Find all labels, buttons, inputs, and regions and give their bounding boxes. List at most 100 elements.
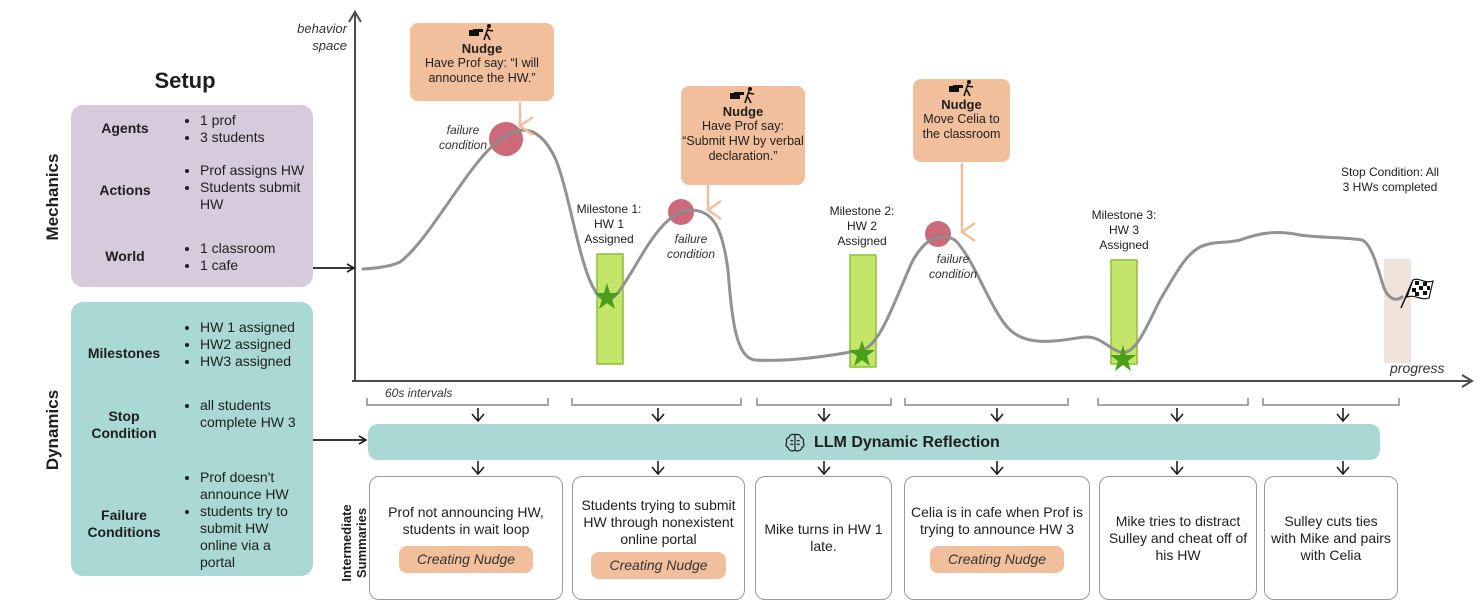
nudge-title: Nudge: [941, 97, 982, 112]
list-item: Prof assigns HW: [200, 162, 318, 179]
summary-card-3: Mike turns in HW 1 late.: [755, 476, 892, 600]
mechanics-row-label: Agents: [101, 120, 149, 136]
interval-bracket-3: [756, 398, 892, 406]
down-arrow-top-5: [1170, 408, 1184, 423]
dynamics-list: Prof doesn't announce HW students try to…: [186, 469, 308, 571]
nudge-text: Have Prof say: “I will announce the HW.”: [425, 56, 539, 85]
list-item: HW3 assigned: [200, 353, 322, 370]
setup-title: Setup: [154, 68, 216, 93]
summary-text: Mike tries to distract Sulley and cheat …: [1108, 512, 1248, 563]
flow-arrows: [471, 408, 1350, 476]
list-item: students try to submit HW online via a p…: [200, 503, 308, 571]
nudge-box-1: Nudge Have Prof say: “I will announce th…: [410, 23, 554, 101]
nudge-text: Have Prof say: “Submit HW by verbal decl…: [682, 119, 804, 163]
creating-nudge-badge: Creating Nudge: [929, 545, 1065, 573]
down-arrow-bottom-2: [651, 461, 665, 476]
mechanics-panel: [71, 105, 313, 287]
failure-label-1: failure condition: [438, 123, 488, 152]
brain-icon: [785, 433, 805, 452]
list-item: 1 cafe: [200, 257, 318, 274]
list-item: 1 prof: [200, 112, 318, 129]
milestone-star-2: [849, 340, 875, 366]
interval-label: 60s intervals: [385, 386, 453, 400]
failure-circle-1: [489, 122, 523, 156]
dynamics-label: Dynamics: [43, 389, 62, 471]
summary-text: Sulley cuts ties with Mike and pairs wit…: [1271, 512, 1391, 563]
failure-label-3: failure condition: [928, 252, 978, 281]
x-axis-label: progress: [1390, 360, 1445, 376]
pointing-person-icon: [948, 80, 973, 97]
stop-condition-bar: [1384, 259, 1411, 363]
summary-card-4: Celia is in cafe when Prof is trying to …: [904, 476, 1090, 600]
creating-nudge-badge: Creating Nudge: [398, 545, 534, 573]
dynamics-row-label: Milestones: [87, 345, 161, 361]
list-item: Prof doesn't announce HW: [200, 469, 308, 503]
checkered-flag-icon: [1400, 278, 1434, 309]
llm-reflection-header: LLM Dynamic Reflection: [784, 432, 1000, 454]
mechanics-list: 1 prof 3 students: [186, 112, 318, 146]
summary-text: Prof not announcing HW, students in wait…: [388, 503, 544, 537]
mechanics-row-label: World: [105, 248, 145, 264]
y-axis-label: behavior space: [297, 21, 347, 53]
summary-card-6: Sulley cuts ties with Mike and pairs wit…: [1264, 476, 1398, 600]
list-item: HW 1 assigned: [200, 319, 322, 336]
interval-bracket-4: [904, 398, 1069, 406]
dynamics-panel: [71, 302, 313, 576]
interval-bracket-6: [1262, 398, 1400, 406]
intermediate-summaries-label: Intermediate Summaries: [339, 504, 369, 582]
milestone-label-1: Milestone 1: HW 1 Assigned: [576, 202, 642, 246]
milestone-star-1: [594, 283, 620, 309]
nudge-text: Move Celia to the classroom: [922, 112, 1001, 141]
dynamics-row-label: Failure Conditions: [87, 507, 161, 540]
dynamics-row-label: Stop Condition: [91, 408, 157, 441]
summary-card-5: Mike tries to distract Sulley and cheat …: [1099, 476, 1257, 600]
pointing-person-icon: [469, 24, 494, 41]
list-item: HW2 assigned: [200, 336, 322, 353]
list-item: all students complete HW 3: [200, 397, 300, 431]
pointing-person-icon: [730, 87, 755, 104]
list-item: 3 students: [200, 129, 318, 146]
mechanics-list: Prof assigns HW Students submit HW: [186, 162, 318, 213]
down-arrow-bottom-5: [1170, 461, 1184, 476]
failure-label-2: failure condition: [666, 232, 716, 261]
milestone-stars: [594, 283, 1136, 371]
llm-reflection-label: LLM Dynamic Reflection: [814, 434, 1000, 451]
nudge-title: Nudge: [722, 104, 764, 119]
milestone-star-3: [1110, 345, 1136, 371]
milestone-bar-1: [596, 253, 624, 365]
mechanics-row-label: Actions: [99, 182, 151, 198]
down-arrow-top-6: [1336, 408, 1350, 423]
list-item: Students submit HW: [200, 179, 318, 213]
down-arrow-top-3: [817, 408, 831, 423]
down-arrow-bottom-1: [471, 461, 485, 476]
milestone-label-3: Milestone 3: HW 3 Assigned: [1091, 208, 1157, 252]
mechanics-label: Mechanics: [43, 153, 62, 241]
interval-bracket-2: [571, 398, 742, 406]
summary-text: Celia is in cafe when Prof is trying to …: [911, 503, 1083, 537]
nudge-box-2: Nudge Have Prof say: “Submit HW by verba…: [681, 86, 805, 185]
down-arrow-top-2: [651, 408, 665, 423]
llm-reflection-bar: [368, 424, 1380, 460]
interval-bracket-1: [366, 398, 549, 406]
down-arrow-top-1: [471, 408, 485, 423]
down-arrow-bottom-4: [990, 461, 1004, 476]
stop-condition-label: Stop Condition: All 3 HWs completed: [1340, 165, 1440, 194]
down-arrow-bottom-6: [1336, 461, 1350, 476]
summary-card-2: Students trying to submit HW through non…: [572, 476, 745, 600]
behavior-curve: [361, 128, 1404, 362]
down-arrow-bottom-3: [817, 461, 831, 476]
down-arrow-top-4: [990, 408, 1004, 423]
summary-text: Students trying to submit HW through non…: [581, 497, 736, 547]
failure-circle-3: [925, 221, 951, 247]
dynamics-list: all students complete HW 3: [186, 397, 300, 431]
mechanics-list: 1 classroom 1 cafe: [186, 240, 318, 274]
interval-bracket-5: [1097, 398, 1249, 406]
summary-card-1: Prof not announcing HW, students in wait…: [369, 476, 563, 600]
dynamics-list: HW 1 assigned HW2 assigned HW3 assigned: [186, 319, 322, 370]
milestone-label-2: Milestone 2: HW 2 Assigned: [829, 204, 895, 248]
interval-brackets: [366, 398, 1400, 406]
summary-text: Mike turns in HW 1 late.: [764, 521, 883, 554]
list-item: 1 classroom: [200, 240, 318, 257]
nudge-title: Nudge: [461, 41, 503, 56]
